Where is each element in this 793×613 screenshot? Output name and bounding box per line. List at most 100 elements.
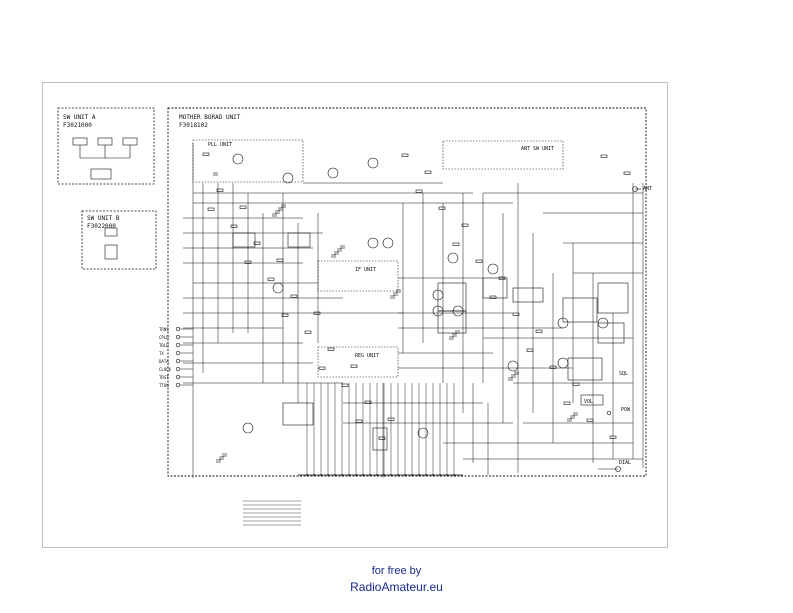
footer-line-2: RadioAmateur.eu [350,580,443,594]
connector-pin [175,326,181,332]
resistor-symbol [452,242,460,246]
resistor-symbol [318,366,326,370]
connector-pin [175,350,181,356]
transistor-symbol [507,360,519,372]
ic-symbol [437,282,467,312]
connector-pin-label: DATA [159,359,169,364]
resistor-symbol [281,313,289,317]
junction-dot [425,474,427,476]
transistor-symbol [487,263,499,275]
connector-pin-label: CPLD [159,335,169,340]
transistor-symbol [272,282,284,294]
resistor-symbol [526,348,534,352]
junction-dot [418,474,420,476]
switch-symbol [72,137,88,146]
resistor-symbol [216,188,224,192]
ic-symbol [282,402,314,426]
resistor-symbol [239,205,247,209]
resistor-symbol [563,401,571,405]
transistor-symbol [282,172,294,184]
connector-pin [175,358,181,364]
sw-unit-a-code: F3021000 [63,122,92,129]
junction-dot [446,474,448,476]
mother-board-box [167,107,647,477]
ic-symbol [562,297,598,323]
transistor-symbol [417,427,429,439]
resistor-symbol [549,365,557,369]
transistor-symbol [447,252,459,264]
transistor-symbol [367,237,379,249]
connector-pin-label: TX [159,351,164,356]
transistor-symbol [367,157,379,169]
pll-unit-label: PLL UNIT [208,142,233,148]
resistor-symbol [253,241,261,245]
ic-symbol [567,357,603,381]
resistor-symbol [512,312,520,316]
resistor-symbol [350,364,358,368]
resistor-symbol [290,294,298,298]
transistor-symbol [557,357,569,369]
footer-line-1: for free by [371,565,422,577]
vol-box [580,394,604,406]
if-unit-label: IF UNIT [355,267,377,273]
connector-pin-label: TRNS [159,327,169,332]
resistor-symbol [586,418,594,422]
resistor-symbol [244,260,252,264]
resistor-symbol [327,347,335,351]
junction-dot [369,474,371,476]
ant-sw-unit-box [442,140,564,170]
ic-symbol [597,282,629,314]
junction-dot [439,474,441,476]
resistor-symbol [572,382,580,386]
resistor-symbol [230,224,238,228]
junction-dot [376,474,378,476]
connector-pin-label: CLOCK [159,367,172,372]
reg-unit-label: REG UNIT [355,353,380,359]
junction-dot [306,474,308,476]
connector-symbol [104,244,118,260]
resistor-symbol [387,417,395,421]
pow-switch [606,410,612,416]
junction-dot [341,474,343,476]
sw-unit-b-box [81,210,157,270]
ant-terminal-label: ANT [643,186,653,192]
connector-pin-label: TRST [159,375,169,380]
resistor-symbol [355,419,363,423]
resistor-symbol [600,154,608,158]
resistor-symbol [304,330,312,334]
mother-board-title: MOTHER BORAD UNIT [179,114,241,121]
connector-pin [175,334,181,340]
schematic-wiring [57,107,647,526]
ic-symbol [512,287,544,303]
transistor-symbol [242,422,254,434]
resistor-symbol [424,170,432,174]
ic-symbol [232,232,256,248]
junction-dot [432,474,434,476]
junction-dot [411,474,413,476]
connector-pin [175,374,181,380]
resistor-symbol [498,276,506,280]
junction-dot [397,474,399,476]
junction-dot [334,474,336,476]
resistor-symbol [475,259,483,263]
resistor-symbol [202,152,210,156]
ic-symbol [482,277,508,299]
sw-unit-a-title: SW UNIT A [63,114,96,121]
resistor-symbol [489,295,497,299]
resistor-symbol [461,223,469,227]
connector-pin-label: TRLD [159,343,169,348]
junction-dot [362,474,364,476]
junction-dot [383,474,385,476]
pow-terminal-label: POW [621,407,631,413]
reg-unit-box [317,346,399,378]
connector-pin-label: TTUN [159,383,169,388]
mother-board-code: F3018102 [179,122,208,129]
vol-terminal-label: VOL [584,399,594,405]
junction-dot [390,474,392,476]
ic-symbol [597,322,625,344]
connector-pin [175,366,181,372]
junction-dot [355,474,357,476]
junction-dot [327,474,329,476]
connector-pin [175,342,181,348]
resistor-symbol [267,277,275,281]
